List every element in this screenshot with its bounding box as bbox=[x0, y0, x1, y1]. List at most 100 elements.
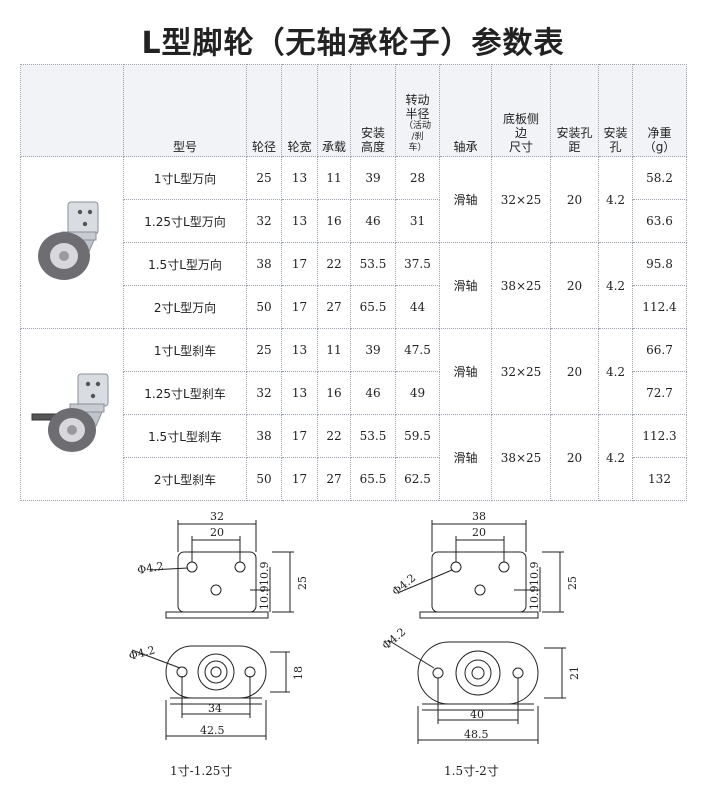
model-cell: 1.25寸L型刹车 bbox=[123, 371, 247, 415]
right-base-dia: Φ4.2 bbox=[380, 625, 409, 652]
height-cell: 39 bbox=[350, 328, 396, 372]
brake-caster-icon bbox=[31, 373, 109, 452]
model-cell: 1寸L型万向 bbox=[123, 156, 247, 200]
load-cell: 16 bbox=[317, 199, 351, 243]
left-hole-spacing: 20 bbox=[210, 526, 224, 539]
header-hole-distance: 安装孔 距 bbox=[550, 64, 599, 157]
wheel-width-cell: 13 bbox=[281, 199, 318, 243]
header-hole: 安装 孔 bbox=[598, 64, 633, 157]
brake-caster-image bbox=[20, 328, 124, 501]
left-base-height: 18 bbox=[292, 666, 305, 680]
table-row: 1寸L型万向 25 13 11 39 28 滑轴 32×25 20 4.2 58… bbox=[20, 156, 687, 329]
header-wheel-dia: 轮径 bbox=[246, 64, 282, 157]
table-header: 型号 轮径 轮宽 承载 安装 高度 转动 半径 （活动 /刹 车） 轴承 底板侧… bbox=[20, 64, 687, 157]
weight-cell: 112.4 bbox=[632, 285, 687, 329]
weight-cell: 112.3 bbox=[632, 414, 687, 458]
hole-distance-cell: 20 bbox=[550, 328, 599, 415]
model-cell: 1.25寸L型万向 bbox=[123, 199, 247, 243]
table-row: 1.25寸L型刹车 32 13 16 46 49 72.7 bbox=[21, 371, 687, 415]
wheel-width-cell: 17 bbox=[281, 457, 318, 501]
wheel-dia-cell: 32 bbox=[246, 371, 282, 415]
header-wheel-width: 轮宽 bbox=[281, 64, 318, 157]
model-cell: 2寸L型万向 bbox=[123, 285, 247, 329]
right-base-spacing: 40 bbox=[470, 708, 484, 721]
wheel-width-cell: 13 bbox=[281, 328, 318, 372]
header-plate-size: 底板侧 边 尺寸 bbox=[491, 64, 551, 157]
wheel-width-cell: 13 bbox=[281, 371, 318, 415]
weight-cell: 66.7 bbox=[632, 328, 687, 372]
wheel-dia-cell: 32 bbox=[246, 199, 282, 243]
right-hole-dia: Φ4.2 bbox=[390, 571, 419, 598]
page-title: L型脚轮（无轴承轮子）参数表 bbox=[141, 26, 565, 61]
radius-cell: 59.5 bbox=[395, 414, 440, 458]
model-cell: 1.5寸L型万向 bbox=[123, 242, 247, 286]
right-base-height: 21 bbox=[568, 666, 581, 680]
right-caption: 1.5寸-2寸 bbox=[444, 764, 499, 778]
load-cell: 11 bbox=[317, 328, 351, 372]
weight-cell: 72.7 bbox=[632, 371, 687, 415]
spec-table: 型号 轮径 轮宽 承载 安装 高度 转动 半径 （活动 /刹 车） 轴承 底板侧… bbox=[20, 64, 687, 501]
left-base-dia: Φ4.2 bbox=[127, 643, 156, 662]
table-row: 1.5寸L型刹车 38 17 22 53.5 59.5 滑轴 38×25 20 … bbox=[21, 414, 687, 501]
right-base-length: 48.5 bbox=[464, 728, 489, 741]
weight-cell: 95.8 bbox=[632, 242, 687, 286]
load-cell: 22 bbox=[317, 242, 351, 286]
header-image-col bbox=[20, 64, 124, 157]
header-model: 型号 bbox=[123, 64, 247, 157]
table-row: 1.25寸L型万向 32 13 16 46 31 63.6 bbox=[21, 199, 687, 243]
table-row: 1.5寸L型万向 38 17 22 53.5 37.5 滑轴 38×25 20 … bbox=[21, 242, 687, 329]
drawing-svg: 32 20 Φ4.2 10.9 10.9 25 Φ4.2 18 34 42.5 … bbox=[127, 510, 581, 744]
height-cell: 39 bbox=[350, 156, 396, 200]
height-cell: 46 bbox=[350, 199, 396, 243]
swivel-caster-image bbox=[20, 156, 124, 329]
bearing-cell: 滑轴 bbox=[439, 156, 492, 243]
left-plate-height: 25 bbox=[296, 576, 309, 590]
left-caption: 1寸-1.25寸 bbox=[170, 764, 233, 778]
wheel-dia-cell: 25 bbox=[246, 328, 282, 372]
load-cell: 22 bbox=[317, 414, 351, 458]
radius-cell: 49 bbox=[395, 371, 440, 415]
weight-cell: 63.6 bbox=[632, 199, 687, 243]
weight-cell: 58.2 bbox=[632, 156, 687, 200]
height-cell: 46 bbox=[350, 371, 396, 415]
left-plate-width: 32 bbox=[210, 510, 224, 523]
table-row: 1寸L型刹车 25 13 11 39 47.5 滑轴 32×25 20 4.2 … bbox=[20, 328, 687, 501]
load-cell: 27 bbox=[317, 457, 351, 501]
height-cell: 65.5 bbox=[350, 285, 396, 329]
radius-cell: 47.5 bbox=[395, 328, 440, 372]
hole-cell: 4.2 bbox=[598, 156, 633, 243]
height-cell: 65.5 bbox=[350, 457, 396, 501]
radius-cell: 31 bbox=[395, 199, 440, 243]
height-cell: 53.5 bbox=[350, 242, 396, 286]
model-cell: 1寸L型刹车 bbox=[123, 328, 247, 372]
header-weight: 净重 （g） bbox=[632, 64, 687, 157]
bearing-cell: 滑轴 bbox=[439, 328, 492, 415]
wheel-width-cell: 13 bbox=[281, 156, 318, 200]
header-install-height: 安装 高度 bbox=[350, 64, 396, 157]
load-cell: 11 bbox=[317, 156, 351, 200]
hole-cell: 4.2 bbox=[598, 328, 633, 415]
radius-cell: 37.5 bbox=[395, 242, 440, 286]
left-base-spacing: 34 bbox=[208, 702, 222, 715]
left-base-length: 42.5 bbox=[200, 724, 225, 737]
swivel-caster-icon bbox=[38, 201, 99, 280]
wheel-dia-cell: 50 bbox=[246, 285, 282, 329]
right-plate-width: 38 bbox=[472, 510, 486, 523]
wheel-width-cell: 17 bbox=[281, 414, 318, 458]
right-hole-spacing: 20 bbox=[472, 526, 486, 539]
right-dim-b: 10.9 bbox=[528, 586, 541, 611]
load-cell: 16 bbox=[317, 371, 351, 415]
left-dim-a: 10.9 bbox=[258, 562, 271, 587]
table-row: 2寸L型刹车 50 17 27 65.5 62.5 132 bbox=[21, 457, 687, 501]
wheel-dia-cell: 38 bbox=[246, 242, 282, 286]
header-bearing: 轴承 bbox=[439, 64, 492, 157]
wheel-dia-cell: 25 bbox=[246, 156, 282, 200]
weight-cell: 132 bbox=[632, 457, 687, 501]
plate-cell: 32×25 bbox=[491, 328, 551, 415]
technical-drawings: 32 20 Φ4.2 10.9 10.9 25 Φ4.2 18 34 42.5 … bbox=[20, 500, 686, 800]
wheel-dia-cell: 38 bbox=[246, 414, 282, 458]
header-load: 承载 bbox=[317, 64, 351, 157]
plate-cell: 32×25 bbox=[491, 156, 551, 243]
left-hole-dia: Φ4.2 bbox=[136, 560, 164, 577]
model-cell: 1.5寸L型刹车 bbox=[123, 414, 247, 458]
